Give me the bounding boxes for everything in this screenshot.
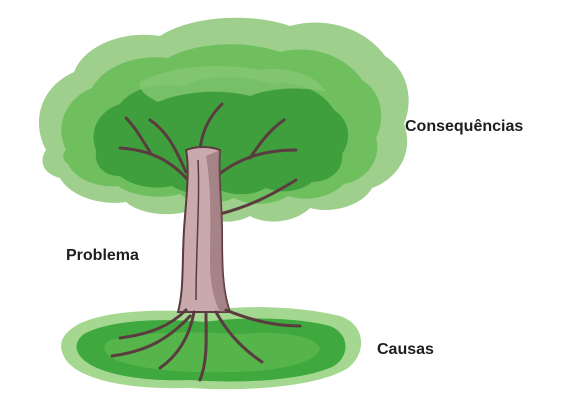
label-causes: Causas (377, 341, 434, 359)
label-problem: Problema (66, 247, 139, 265)
canopy-dark-icon (93, 77, 348, 195)
ground-patch (61, 307, 361, 389)
canopy (39, 18, 409, 222)
label-consequences: Consequências (405, 118, 523, 136)
